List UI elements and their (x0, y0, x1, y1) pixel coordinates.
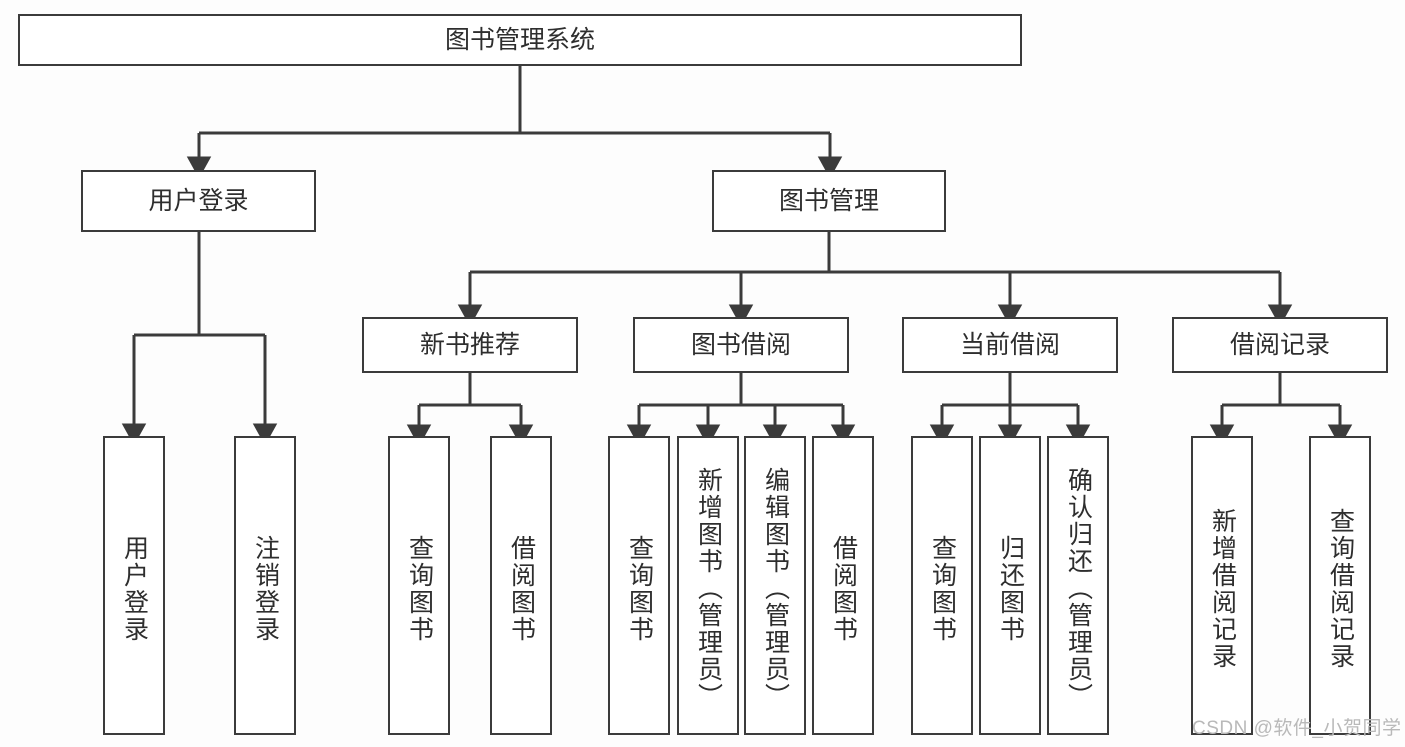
leaf-current-return-book[interactable]: 归还图书 (979, 436, 1041, 735)
node-current-borrow[interactable]: 当前借阅 (902, 317, 1118, 373)
node-borrow-record[interactable]: 借阅记录 (1172, 317, 1388, 373)
node-label: 归还图书 (996, 534, 1025, 643)
node-label: 查询图书 (405, 534, 434, 643)
node-label: 借阅记录 (1229, 331, 1330, 359)
node-label: 新书推荐 (419, 331, 520, 359)
node-label: 编辑图书（管理员） (761, 467, 790, 710)
leaf-borrow-edit-book[interactable]: 编辑图书（管理员） (744, 436, 806, 735)
node-label: 新增图书（管理员） (694, 467, 723, 710)
leaf-record-query-record[interactable]: 查询借阅记录 (1309, 436, 1371, 735)
leaf-recommend-query-book[interactable]: 查询图书 (388, 436, 450, 735)
node-label: 用户登录 (148, 187, 249, 215)
leaf-current-query-book[interactable]: 查询图书 (911, 436, 973, 735)
leaf-borrow-query-book[interactable]: 查询图书 (608, 436, 670, 735)
leaf-recommend-borrow-book[interactable]: 借阅图书 (490, 436, 552, 735)
leaf-record-add-record[interactable]: 新增借阅记录 (1191, 436, 1253, 735)
node-root-system[interactable]: 图书管理系统 (18, 14, 1022, 66)
node-label: 图书管理系统 (444, 26, 595, 54)
node-label: 查询借阅记录 (1326, 507, 1355, 670)
leaf-borrow-borrow-book[interactable]: 借阅图书 (812, 436, 874, 735)
leaf-current-confirm-return[interactable]: 确认归还（管理员） (1047, 436, 1109, 735)
leaf-user-login-logout[interactable]: 注销登录 (234, 436, 296, 735)
node-label: 当前借阅 (959, 331, 1060, 359)
node-new-book-recommend[interactable]: 新书推荐 (362, 317, 578, 373)
node-book-borrow[interactable]: 图书借阅 (633, 317, 849, 373)
node-label: 图书管理 (778, 187, 879, 215)
node-label: 借阅图书 (507, 534, 536, 643)
node-label: 借阅图书 (829, 534, 858, 643)
node-label: 注销登录 (251, 534, 280, 643)
node-label: 用户登录 (120, 534, 149, 643)
node-label: 查询图书 (625, 534, 654, 643)
csdn-watermark: CSDN @软件_小贺同学 (1192, 718, 1402, 739)
leaf-user-login-login[interactable]: 用户登录 (103, 436, 165, 735)
leaf-borrow-add-book[interactable]: 新增图书（管理员） (677, 436, 739, 735)
node-label: 图书借阅 (690, 331, 791, 359)
node-label: 新增借阅记录 (1208, 507, 1237, 670)
node-book-management[interactable]: 图书管理 (712, 170, 946, 232)
node-label: 确认归还（管理员） (1064, 467, 1093, 710)
node-user-login[interactable]: 用户登录 (81, 170, 316, 232)
node-label: 查询图书 (928, 534, 957, 643)
